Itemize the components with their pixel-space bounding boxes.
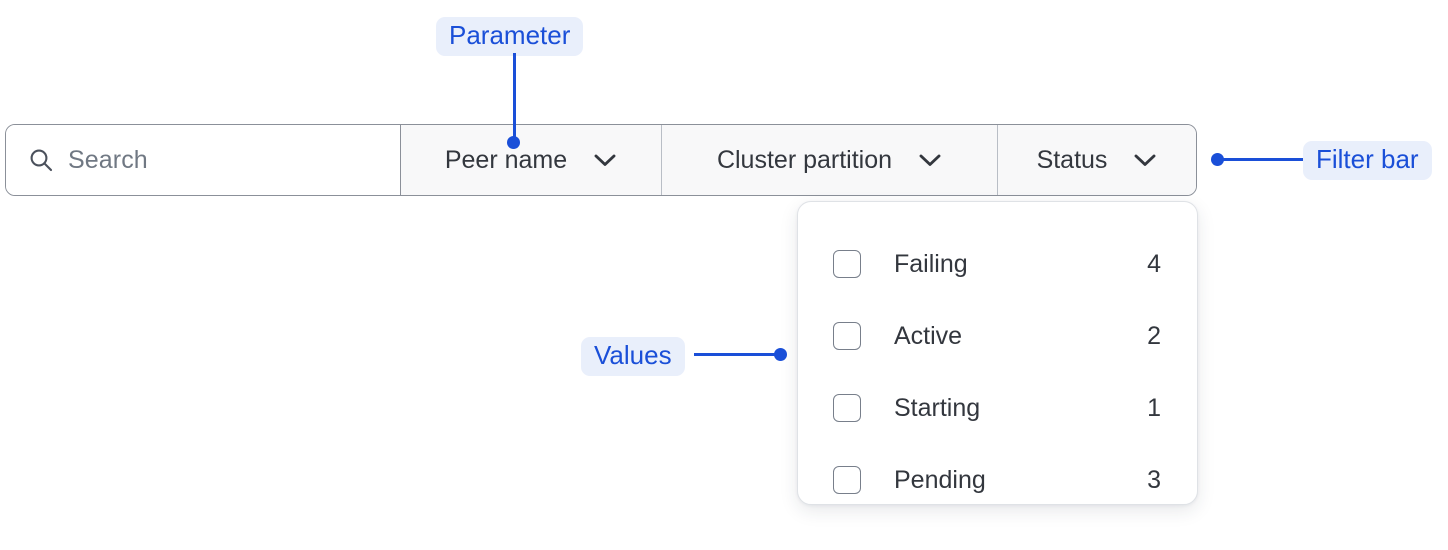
list-item[interactable]: Active 2 — [833, 300, 1161, 372]
list-item-count: 3 — [1147, 465, 1161, 494]
checkbox-starting[interactable] — [833, 394, 861, 422]
annotation-leader-filter-bar — [1221, 158, 1305, 161]
status-dropdown-label: Status — [1036, 145, 1108, 174]
dropdown-panel-options: Failing 4 Active 2 Starting 1 Pending 3 — [797, 201, 1198, 505]
list-item-count: 1 — [1147, 393, 1161, 422]
search-icon — [30, 149, 53, 172]
list-item[interactable]: Starting 1 — [833, 372, 1161, 444]
list-item-label: Pending — [894, 465, 986, 494]
list-item-label: Active — [894, 321, 963, 350]
status-dropdown[interactable]: Status — [997, 125, 1196, 195]
list-item[interactable]: Failing 4 — [833, 228, 1161, 300]
annotation-dot-parameter — [507, 136, 520, 149]
cluster-partition-dropdown-label: Cluster partition — [716, 145, 893, 174]
chevron-down-icon — [594, 154, 616, 166]
list-item[interactable]: Pending 3 — [833, 444, 1161, 516]
annotation-dot-values — [774, 348, 787, 361]
list-item-count: 4 — [1147, 249, 1161, 278]
list-item-label: Failing — [894, 249, 968, 278]
annotation-label-filter-bar: Filter bar — [1303, 141, 1432, 181]
cluster-partition-dropdown[interactable]: Cluster partition — [661, 125, 997, 195]
peer-name-dropdown-label: Peer name — [444, 145, 568, 174]
annotation-leader-values — [694, 353, 780, 356]
annotation-label-values: Values — [581, 337, 685, 377]
search-input[interactable]: Search — [6, 125, 401, 195]
annotation-leader-parameter — [513, 53, 516, 143]
list-item-count: 2 — [1147, 321, 1161, 350]
annotation-dot-filter-bar — [1211, 153, 1224, 166]
chevron-down-icon — [919, 154, 941, 166]
peer-name-dropdown[interactable]: Peer name — [401, 125, 661, 195]
filter-bar: Search Peer name Cluster partition Statu… — [5, 124, 1197, 196]
checkbox-pending[interactable] — [833, 466, 861, 494]
list-item-label: Starting — [894, 393, 981, 422]
annotation-label-parameter: Parameter — [436, 17, 584, 57]
search-placeholder: Search — [68, 145, 148, 174]
chevron-down-icon — [1134, 154, 1156, 166]
checkbox-failing[interactable] — [833, 250, 861, 278]
checkbox-active[interactable] — [833, 322, 861, 350]
